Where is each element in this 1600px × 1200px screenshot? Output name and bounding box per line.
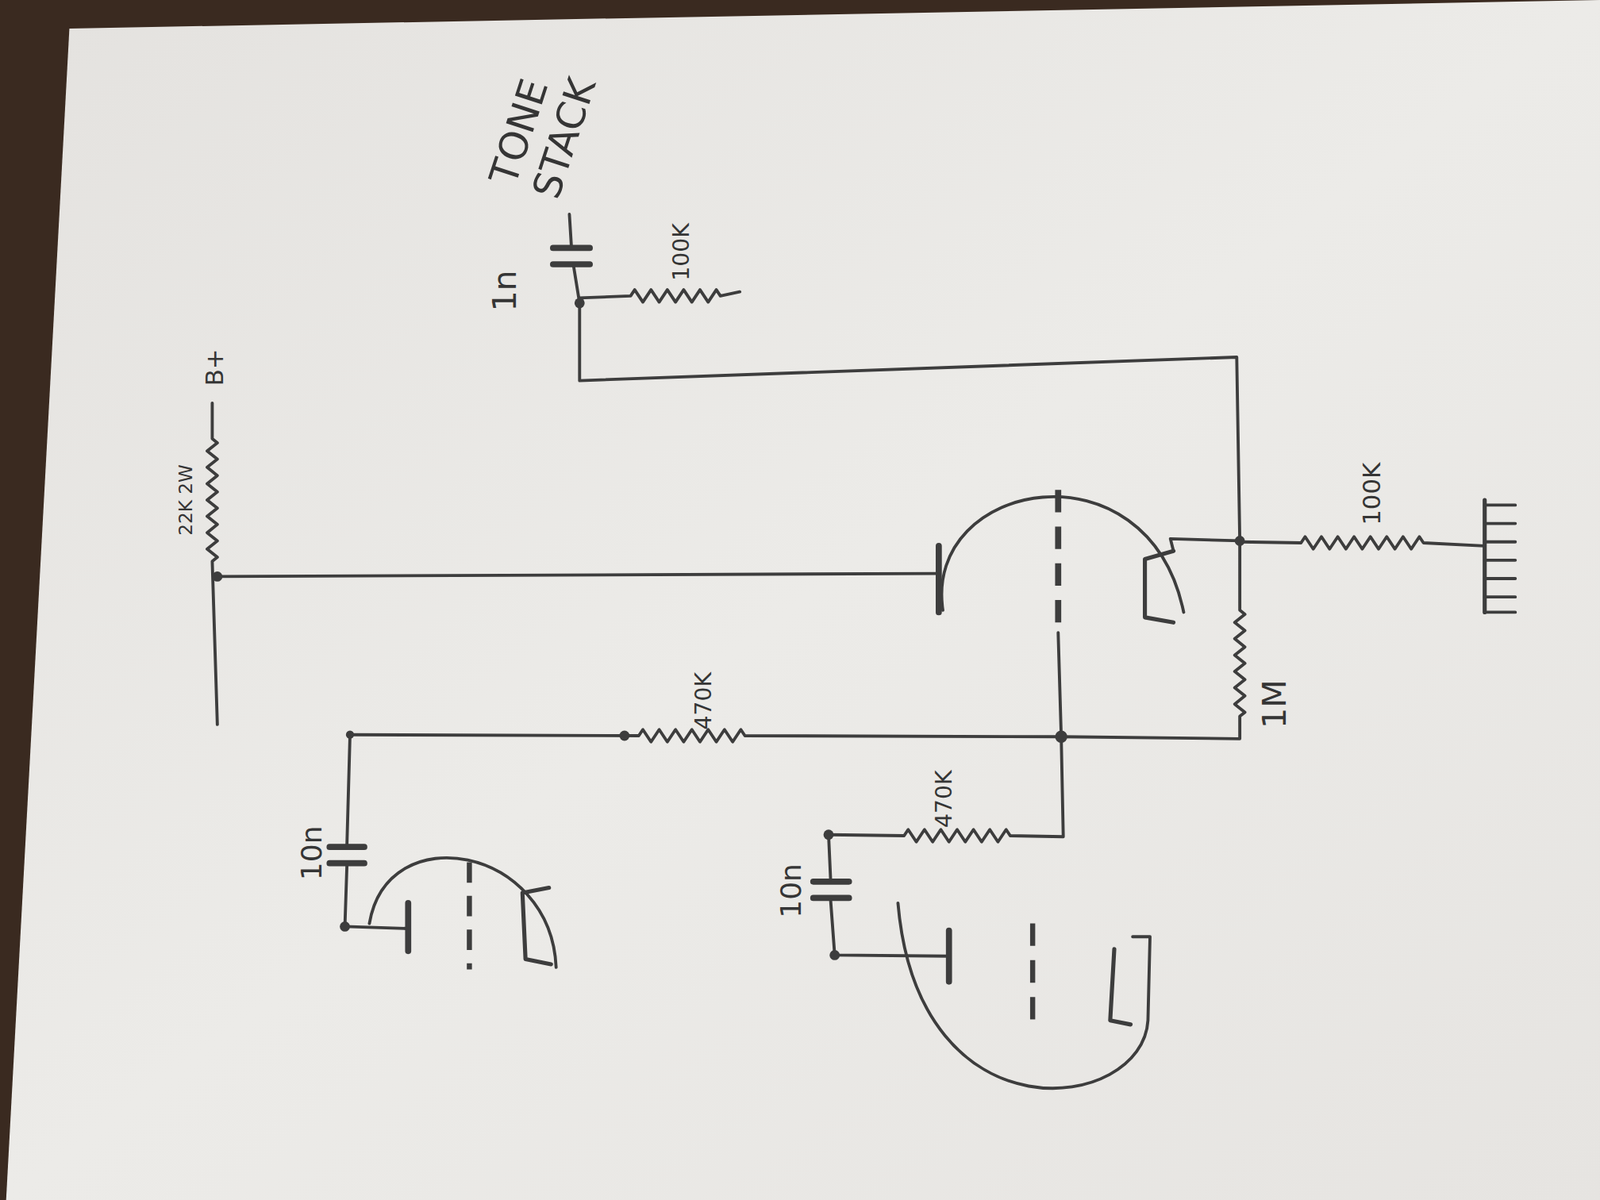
resistor-symbol (1239, 536, 1485, 549)
wire (569, 214, 572, 247)
cathode-symbol (522, 888, 551, 965)
wire (217, 573, 939, 577)
resistor-symbol (350, 729, 1062, 742)
component-label: 100K (670, 223, 693, 281)
wire (579, 303, 1240, 542)
component-label: 10n (296, 826, 326, 881)
wire (1170, 538, 1240, 551)
component-label: 10n (776, 863, 806, 919)
paper-sheet (6, 0, 1600, 1200)
tube-envelope (897, 903, 1150, 1089)
junction-dots (211, 297, 1245, 960)
capacitor-symbol (329, 846, 365, 864)
grid-symbol (1054, 489, 1062, 633)
resistor-symbol (1061, 540, 1245, 739)
cathode-symbol (1110, 949, 1131, 1025)
component-label: 470K (932, 769, 955, 828)
grid-symbol (466, 861, 472, 970)
capacitor-symbol (553, 247, 590, 265)
grid-symbol (1030, 923, 1035, 1031)
component-label: 470K (692, 672, 716, 731)
junction-dot (829, 950, 840, 961)
capacitor-symbol (813, 881, 850, 899)
ground-symbol (1482, 500, 1487, 612)
junction-dot (574, 297, 585, 308)
resistor-symbol (828, 736, 1064, 842)
tube-envelope (942, 496, 1185, 613)
ground-symbol (1484, 504, 1516, 612)
junction-dot (619, 730, 630, 742)
tube-envelope (369, 857, 556, 968)
component-label: B+ (201, 348, 227, 386)
component-label: 22K 2W (176, 464, 195, 536)
resistor-symbol (579, 289, 740, 302)
junction-dot (211, 571, 223, 582)
wire (1057, 632, 1062, 737)
plate-symbol (404, 903, 412, 951)
wire (828, 834, 831, 881)
wire (830, 900, 950, 957)
resistor-symbol (207, 403, 218, 725)
junction-dot (339, 921, 350, 932)
junction-dot (346, 730, 354, 739)
junction-dot (1234, 535, 1246, 547)
component-label: 1n (487, 269, 520, 312)
cathode-symbol (1145, 550, 1174, 623)
plate-symbol (946, 930, 953, 982)
component-label: 1M (1257, 679, 1291, 729)
junction-dot (1054, 730, 1067, 743)
wire (346, 734, 350, 846)
component-label: 100K (1360, 462, 1385, 526)
junction-dot (823, 829, 835, 840)
